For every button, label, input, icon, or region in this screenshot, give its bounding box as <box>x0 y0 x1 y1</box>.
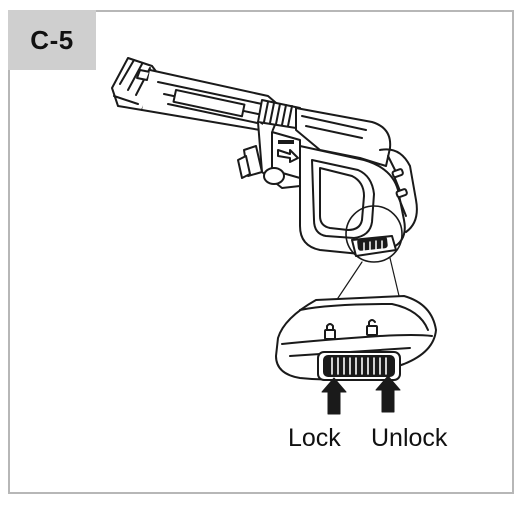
gun-barrel <box>141 69 283 133</box>
step-badge: C-5 <box>8 10 96 70</box>
step-label: C-5 <box>30 24 74 55</box>
up-arrow-icon <box>375 375 401 413</box>
padlock-open-icon <box>366 319 378 336</box>
handle-base-detail <box>275 295 437 381</box>
zoom-callout <box>333 205 403 305</box>
lock-label: Lock <box>288 424 341 452</box>
up-arrow-icon <box>321 377 347 415</box>
unlock-label: Unlock <box>371 424 448 452</box>
padlock-closed-icon <box>324 323 336 340</box>
gun-body <box>257 107 392 189</box>
gun-side-knob <box>237 145 285 185</box>
diagram-frame <box>8 10 514 494</box>
gun-rib-section <box>257 99 301 129</box>
gun-handle <box>299 145 418 257</box>
